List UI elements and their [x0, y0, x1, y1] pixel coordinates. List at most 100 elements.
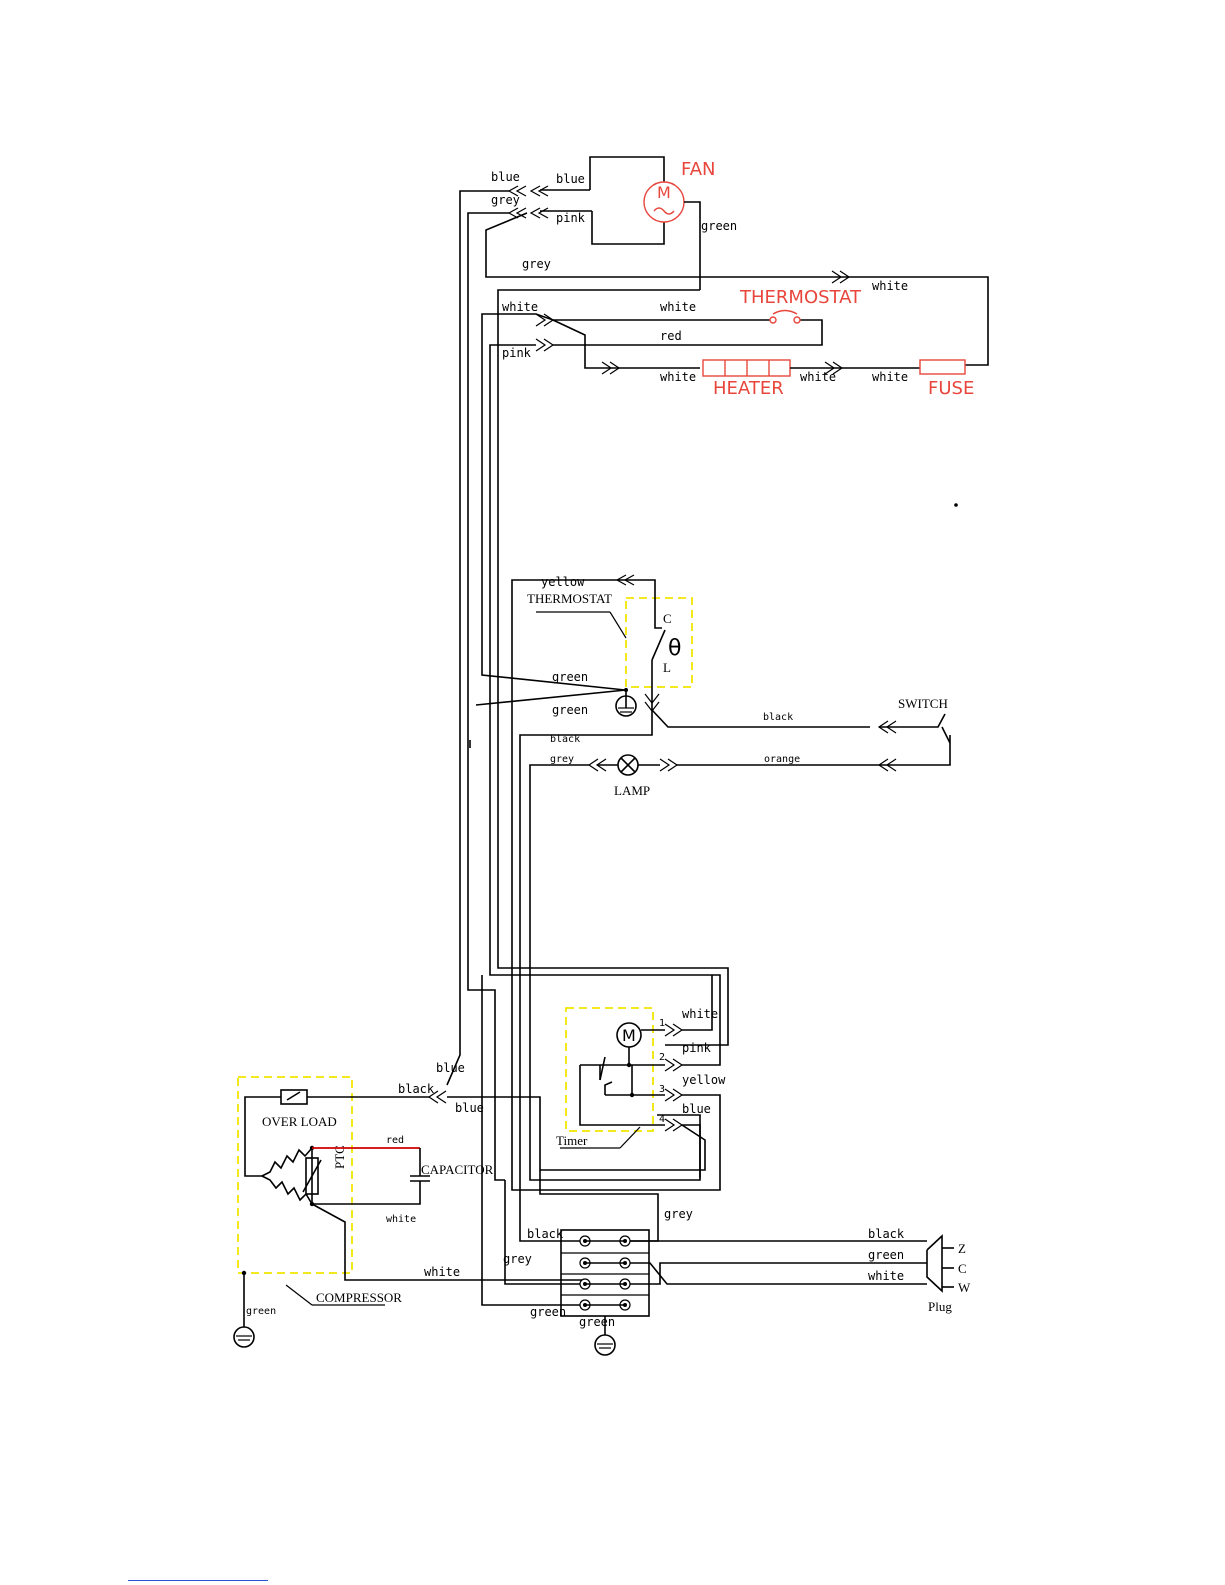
thermostat-l: L [663, 660, 671, 675]
wire-white-thermo [503, 313, 770, 321]
timer-pin-1: 1 [659, 1018, 665, 1029]
thermostat-contact-right [793, 316, 801, 324]
timer-pin-3: 3 [659, 1084, 665, 1095]
fan-section: M FAN blue blue grey pink green grey whi… [468, 156, 989, 366]
plug-z: Z [958, 1241, 966, 1256]
compressor-box [237, 1076, 353, 1274]
label-white-comp: white [424, 1265, 460, 1279]
defrost-section: THERMOSTAT HEATER FUSE white white red p… [502, 287, 974, 399]
bus-white [481, 313, 626, 691]
switch-icon [941, 726, 951, 744]
label-white-plug: white [868, 1269, 904, 1283]
label-green-1: green [552, 670, 588, 684]
wire-grey-lamp [529, 764, 701, 1181]
compressor-section: PTC CAPACITOR OVER LOAD COMPRESSOR blue … [233, 1061, 706, 1348]
wire-black-switch [519, 707, 870, 1230]
main-thermostat-section: C θ L THERMOSTAT green green yellow [475, 574, 693, 965]
label-timer-yellow: yellow [682, 1073, 726, 1087]
heater-label: HEATER [713, 378, 784, 399]
fan-label: FAN [681, 159, 715, 180]
label-green-term: green [530, 1305, 566, 1319]
winding-upper-icon [261, 1147, 313, 1177]
capacitor-label: CAPACITOR [421, 1162, 494, 1177]
label-white-fuse: white [872, 370, 908, 384]
label-white-left: white [502, 300, 538, 314]
fuse-label: FUSE [928, 378, 974, 399]
connector-heater-out [824, 361, 844, 375]
timer-pin-4: 4 [659, 1114, 665, 1125]
bus-green-fan [497, 289, 729, 1046]
wire-compressor-white [311, 1203, 582, 1281]
label-blue-fan: blue [556, 172, 585, 186]
fan-motor-m: M [657, 183, 671, 202]
timer-section: M 1 2 3 4 Timer white pink yellow blue [511, 965, 726, 1191]
connector-timer-3 [664, 1088, 684, 1102]
label-grey-outer: grey [491, 193, 520, 207]
plug-label: Plug [928, 1299, 952, 1314]
connector-yellow [615, 574, 635, 586]
label-red-thermo: red [660, 329, 682, 343]
terminal-row-1 [579, 1235, 631, 1247]
wire-red-thermo [553, 319, 823, 346]
wire-compressor-blue [447, 1096, 706, 1171]
label-yellow-thermo: yellow [541, 575, 585, 589]
label-black-plug: black [868, 1227, 905, 1241]
label-pink-left: pink [502, 346, 532, 360]
connector-pink [529, 207, 549, 219]
bottom-rule [128, 1580, 268, 1581]
connector-grey-loop [831, 270, 851, 284]
label-green-2: green [552, 703, 588, 717]
timer-pin-2: 2 [659, 1052, 665, 1063]
label-white-heater-in: white [660, 370, 696, 384]
plug-c: C [958, 1261, 967, 1276]
label-blue-comp-top: blue [436, 1061, 465, 1075]
label-black-comp: black [398, 1082, 435, 1096]
wire-plug-green [630, 1262, 927, 1285]
label-green-plug: green [868, 1248, 904, 1262]
thermostat-main-label: THERMOSTAT [527, 591, 612, 606]
label-black-left: black [550, 734, 580, 745]
switch-contact [879, 713, 946, 728]
thermostat-defrost-icon [772, 309, 798, 315]
thermostat-main-box [625, 597, 693, 688]
connector-white-left [535, 313, 555, 327]
timer-label: Timer [556, 1133, 588, 1148]
terminal-section: Z C W Plug grey black grey green green b… [481, 975, 971, 1356]
plug-w: W [958, 1280, 971, 1295]
label-white-thermo: white [660, 300, 696, 314]
plug-icon [926, 1234, 943, 1293]
label-orange-lamp: orange [764, 754, 800, 765]
thermostat-contact-left [769, 316, 777, 324]
bus-pink [489, 344, 721, 1057]
connector-heater-in [601, 361, 621, 375]
thermostat-theta: θ [668, 636, 681, 661]
overload-label: OVER LOAD [262, 1114, 337, 1129]
label-black-term: black [527, 1227, 564, 1241]
stray-dot [954, 503, 958, 507]
label-grey-term-left: grey [503, 1252, 532, 1266]
label-grey-loop: grey [522, 257, 551, 271]
bus-wires [446, 190, 729, 1181]
terminal-row-4 [579, 1299, 631, 1311]
wire-yellow-thermo [511, 579, 662, 965]
timer-switch-arm [599, 1056, 606, 1081]
wire-fan-pink [591, 211, 665, 245]
wire-green-2 [475, 689, 627, 706]
connector-timer-2 [664, 1058, 684, 1072]
wire-fan-green [684, 201, 701, 290]
ptc-label: PTC [332, 1145, 347, 1169]
label-blue-outer: blue [491, 170, 520, 184]
wire-white-heater [552, 319, 700, 369]
label-black-switch: black [763, 712, 793, 723]
bus-blue [446, 190, 468, 1086]
thermostat-defrost-label: THERMOSTAT [739, 287, 862, 308]
switch-lamp-section: LAMP SWITCH black black grey orange [519, 696, 951, 1230]
label-timer-white: white [682, 1007, 718, 1021]
terminal-row-3 [579, 1278, 631, 1290]
ground-icon-terminal [594, 1334, 616, 1356]
connector-lamp-right [659, 758, 679, 772]
label-green-comp: green [246, 1306, 276, 1317]
terminal-block [560, 1229, 650, 1317]
label-white-cap: white [386, 1214, 416, 1225]
